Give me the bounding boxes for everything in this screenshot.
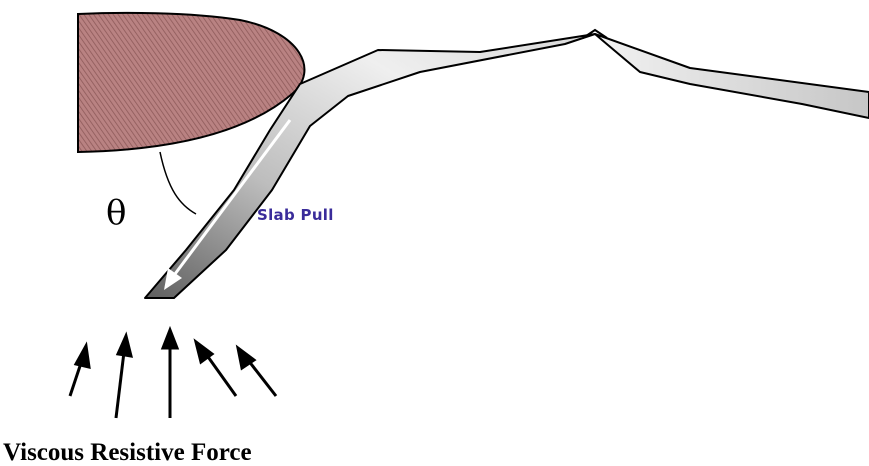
viscous-force-label: Viscous Resistive Force <box>3 440 252 465</box>
angle-label: θ <box>106 196 126 230</box>
oceanic-plate-right <box>595 34 869 118</box>
arrow-up-icon <box>70 330 276 418</box>
angle-arc <box>160 152 196 214</box>
slab-pull-label: Slab Pull <box>257 208 334 223</box>
